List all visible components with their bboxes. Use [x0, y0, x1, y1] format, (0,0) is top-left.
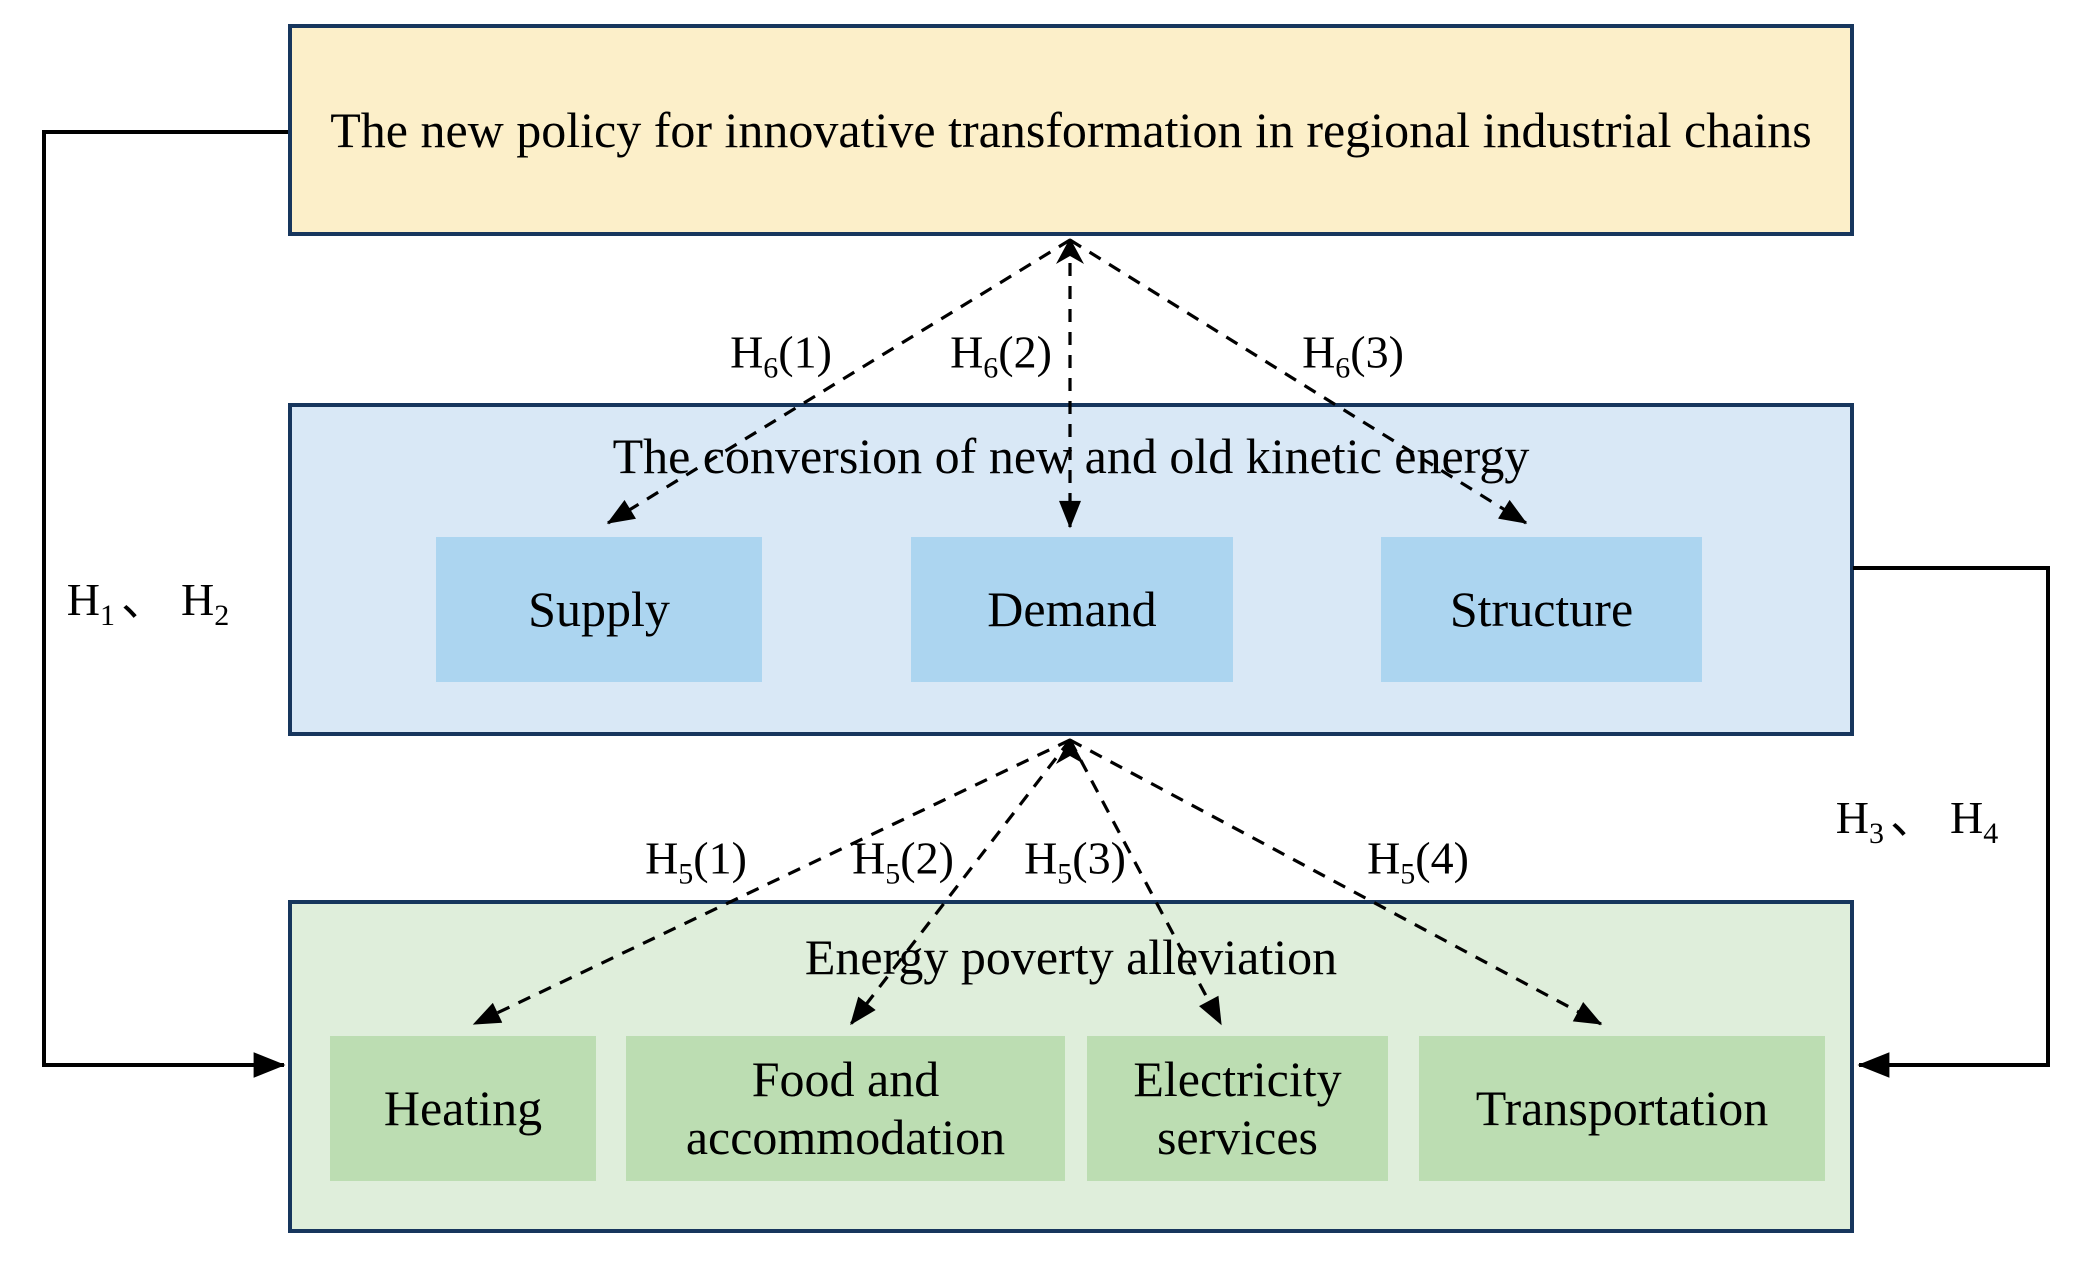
- h6-3-arg: (3): [1350, 326, 1404, 378]
- policy-box: The new policy for innovative transforma…: [288, 24, 1854, 236]
- structure-item: Structure: [1381, 537, 1702, 682]
- h5-3-sub: 5: [1057, 857, 1073, 891]
- edge-label-h1-h2: H1、H2: [66, 563, 230, 632]
- h1-sub: 1: [100, 599, 115, 632]
- h3-base: H: [1835, 792, 1869, 843]
- h5-1-arg: (1): [693, 832, 747, 884]
- h3h4-separator: 、: [1890, 792, 1936, 843]
- h6-1-arg: (1): [778, 326, 832, 378]
- electricity-services-item: Electricity services: [1087, 1036, 1388, 1181]
- food-accommodation-label: Food and accommodation: [685, 1051, 1006, 1165]
- supply-item: Supply: [436, 537, 762, 682]
- demand-label: Demand: [987, 580, 1157, 637]
- transportation-label: Transportation: [1475, 1079, 1769, 1136]
- transportation-item: Transportation: [1419, 1036, 1825, 1181]
- h5-3-base: H: [1024, 832, 1058, 884]
- heating-label: Heating: [383, 1079, 543, 1136]
- h6-2-sub: 6: [983, 351, 999, 385]
- up-arrowhead-middle: [1056, 738, 1084, 764]
- h4-sub: 4: [1983, 817, 1999, 850]
- h6-3-sub: 6: [1335, 351, 1351, 385]
- edge-label-h5-1: H5(1): [645, 832, 747, 890]
- h5-2-base: H: [852, 832, 886, 884]
- kinetic-energy-title: The conversion of new and old kinetic en…: [612, 428, 1530, 484]
- h2-sub: 2: [214, 599, 230, 632]
- h5-1-base: H: [645, 832, 679, 884]
- h5-2-sub: 5: [885, 857, 901, 891]
- demand-item: Demand: [911, 537, 1233, 682]
- kinetic-energy-box: The conversion of new and old kinetic en…: [288, 403, 1854, 736]
- h4-base: H: [1950, 792, 1984, 843]
- h5-4-base: H: [1367, 832, 1401, 884]
- energy-poverty-title: Energy poverty alleviation: [804, 929, 1338, 985]
- energy-poverty-box: Energy poverty alleviation Heating Food …: [288, 900, 1854, 1233]
- edge-label-h6-3: H6(3): [1302, 326, 1404, 384]
- h6-2-arg: (2): [998, 326, 1052, 378]
- h5-4-arg: (4): [1415, 832, 1469, 884]
- h2-base: H: [181, 574, 215, 625]
- edge-label-h5-2: H5(2): [852, 832, 954, 890]
- edge-label-h5-4: H5(4): [1367, 832, 1469, 890]
- heating-item: Heating: [330, 1036, 596, 1181]
- edge-label-h6-1: H6(1): [730, 326, 832, 384]
- h3-sub: 3: [1869, 817, 1884, 850]
- h5-2-arg: (2): [900, 832, 954, 884]
- h5-4-sub: 5: [1400, 857, 1416, 891]
- structure-label: Structure: [1449, 580, 1634, 637]
- food-accommodation-item: Food and accommodation: [626, 1036, 1065, 1181]
- h5-1-sub: 5: [678, 857, 694, 891]
- policy-box-title: The new policy for innovative transforma…: [330, 101, 1812, 158]
- edge-label-h3-h4: H3、H4: [1835, 781, 1999, 850]
- h6-1-sub: 6: [763, 351, 779, 385]
- h1h2-separator: 、: [121, 574, 167, 625]
- electricity-services-label: Electricity services: [1133, 1051, 1342, 1165]
- h6-3-base: H: [1302, 326, 1336, 378]
- h5-3-arg: (3): [1072, 832, 1126, 884]
- edge-label-h5-3: H5(3): [1024, 832, 1126, 890]
- up-arrowhead-top: [1056, 238, 1084, 264]
- h1-base: H: [66, 574, 100, 625]
- h6-2-base: H: [950, 326, 984, 378]
- edge-label-h6-2: H6(2): [950, 326, 1052, 384]
- supply-label: Supply: [528, 580, 670, 637]
- h6-1-base: H: [730, 326, 764, 378]
